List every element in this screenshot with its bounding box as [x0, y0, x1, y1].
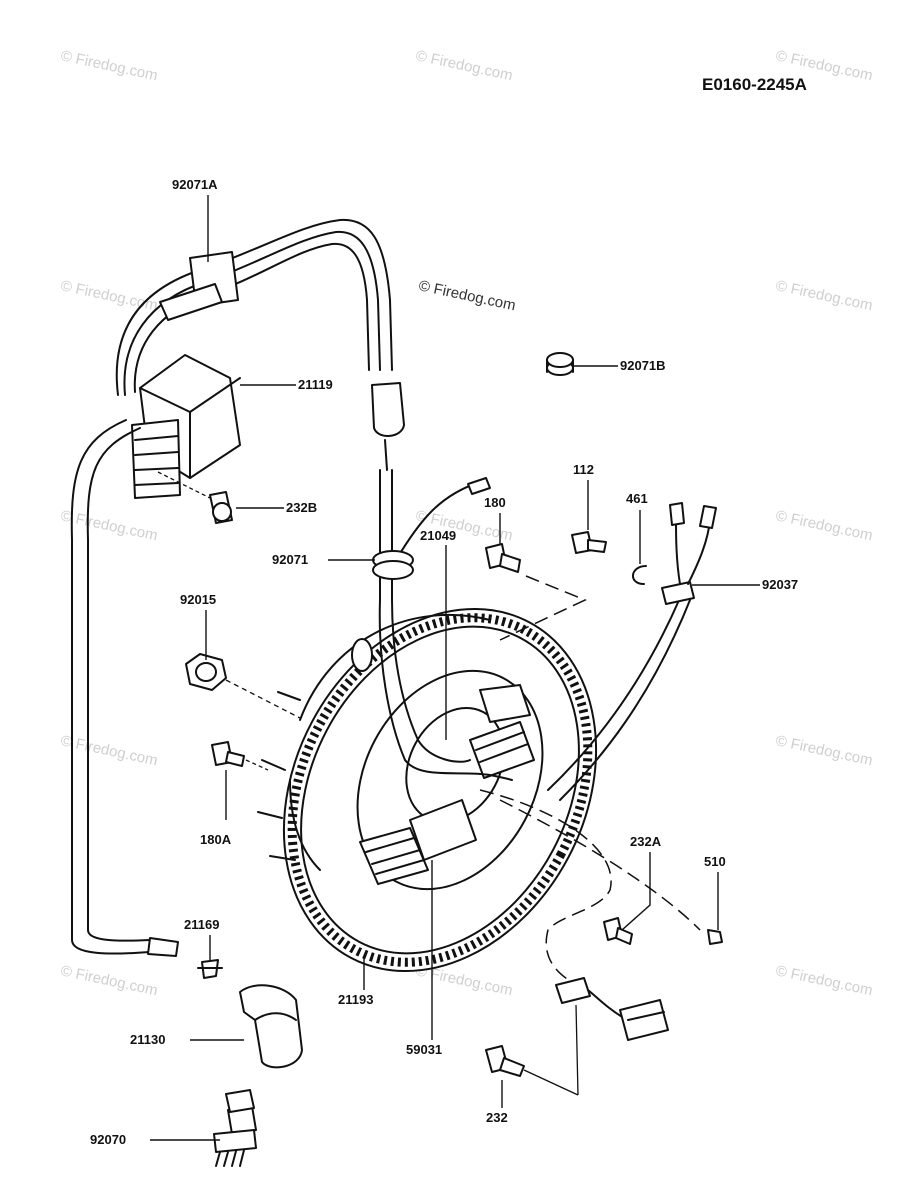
label-21193: 21193	[338, 992, 373, 1007]
label-21169: 21169	[184, 917, 219, 932]
label-232A: 232A	[630, 834, 662, 849]
label-180: 180	[484, 495, 506, 510]
watermark: © Firedog.com	[774, 732, 874, 769]
watermark: © Firedog.com	[414, 47, 514, 84]
connector-92037	[547, 502, 717, 801]
watermark: © Firedog.com	[59, 47, 159, 84]
label-92070: 92070	[90, 1132, 126, 1147]
small-parts	[185, 352, 723, 1096]
flywheel-assembly	[257, 469, 598, 973]
label-21130: 21130	[130, 1032, 165, 1047]
watermark: © Firedog.com	[59, 507, 159, 544]
label-112: 112	[573, 462, 594, 477]
label-92037: 92037	[762, 577, 798, 592]
label-21119: 21119	[298, 377, 333, 392]
watermark: © Firedog.com	[59, 732, 159, 769]
label-92071: 92071	[272, 552, 308, 567]
diagram-code: E0160-2245A	[702, 75, 807, 94]
label-180A: 180A	[200, 832, 232, 847]
watermark: © Firedog.com	[59, 962, 159, 999]
ignition-coil-assembly	[70, 218, 405, 957]
label-232: 232	[486, 1110, 508, 1125]
part-labels: 92071A 21119 232B 92071 92015 180A 21169…	[90, 177, 798, 1147]
label-510: 510	[704, 854, 726, 869]
label-461: 461	[626, 491, 648, 506]
watermark: © Firedog.com	[59, 277, 159, 314]
label-21049: 21049	[420, 528, 456, 543]
label-92071A: 92071A	[172, 177, 218, 192]
watermark: © Firedog.com	[774, 962, 874, 999]
leader-lines	[150, 195, 760, 1141]
label-232B: 232B	[286, 500, 317, 515]
label-59031: 59031	[406, 1042, 442, 1057]
copyright-watermark: © Firedog.com	[417, 277, 517, 314]
label-92071B: 92071B	[620, 358, 666, 373]
watermark: © Firedog.com	[774, 277, 874, 314]
spark-plug-parts	[197, 959, 303, 1167]
label-92015: 92015	[180, 592, 216, 607]
watermark: © Firedog.com	[774, 507, 874, 544]
